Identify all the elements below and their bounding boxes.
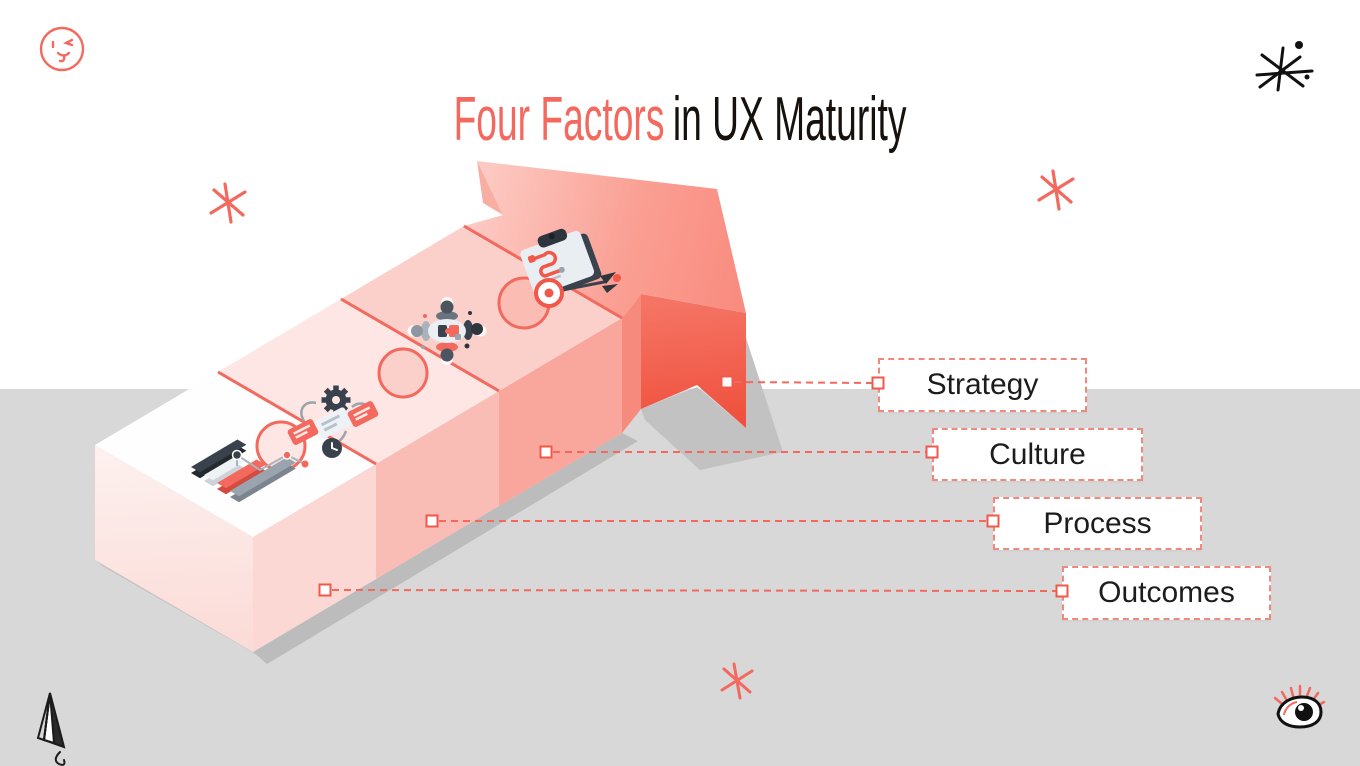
winking-face-doodle: [39, 26, 85, 72]
strategy-clipboard-icon: [520, 228, 621, 308]
paper-plane-doodle: [36, 692, 66, 766]
task-card-icon: [347, 401, 379, 427]
clock-icon: [322, 438, 342, 458]
factor-label-culture[interactable]: Culture: [932, 428, 1143, 481]
coral-asterisk-doodle: [209, 182, 247, 224]
block-process-top: [218, 299, 499, 464]
coral-asterisk-doodle: [1037, 169, 1075, 211]
block-outcomes-front-face: [253, 464, 376, 652]
factor-label-outcomes[interactable]: Outcomes: [1062, 566, 1271, 620]
arrow-top: [464, 161, 746, 318]
puzzle-junction: [340, 297, 500, 393]
arrow-head-front-face: [641, 294, 746, 428]
black-sparkle-doodle: [1255, 41, 1314, 92]
team-puzzle-icon: [407, 297, 487, 365]
block-outcomes-left-face: [95, 445, 253, 652]
factor-label-process[interactable]: Process: [993, 497, 1202, 550]
coral-asterisk-doodle: [720, 662, 754, 700]
puzzle-tab: [377, 347, 429, 399]
bar-chart-icon: [191, 439, 309, 503]
block-culture-front-face: [499, 318, 622, 506]
arrow-notch-face: [622, 294, 641, 433]
connectors: [331, 381, 1057, 592]
eye-doodle: [1273, 684, 1326, 729]
block-process-front-face: [376, 391, 499, 579]
factor-label-strategy[interactable]: Strategy: [878, 358, 1087, 412]
cast-shadow: [95, 338, 783, 664]
gear-icon: [321, 385, 351, 415]
title-highlight: Four Factors: [453, 84, 665, 154]
arrow-fin-shade: [477, 161, 503, 215]
task-card-icon: [287, 419, 319, 445]
process-workflow-icon: [287, 385, 379, 458]
task-card-icon: [314, 407, 352, 439]
connector-outcomes: [331, 589, 1057, 592]
puzzle-junction: [217, 370, 377, 466]
title-rest: in UX Maturity: [672, 84, 907, 154]
block-culture-top: [341, 226, 622, 391]
